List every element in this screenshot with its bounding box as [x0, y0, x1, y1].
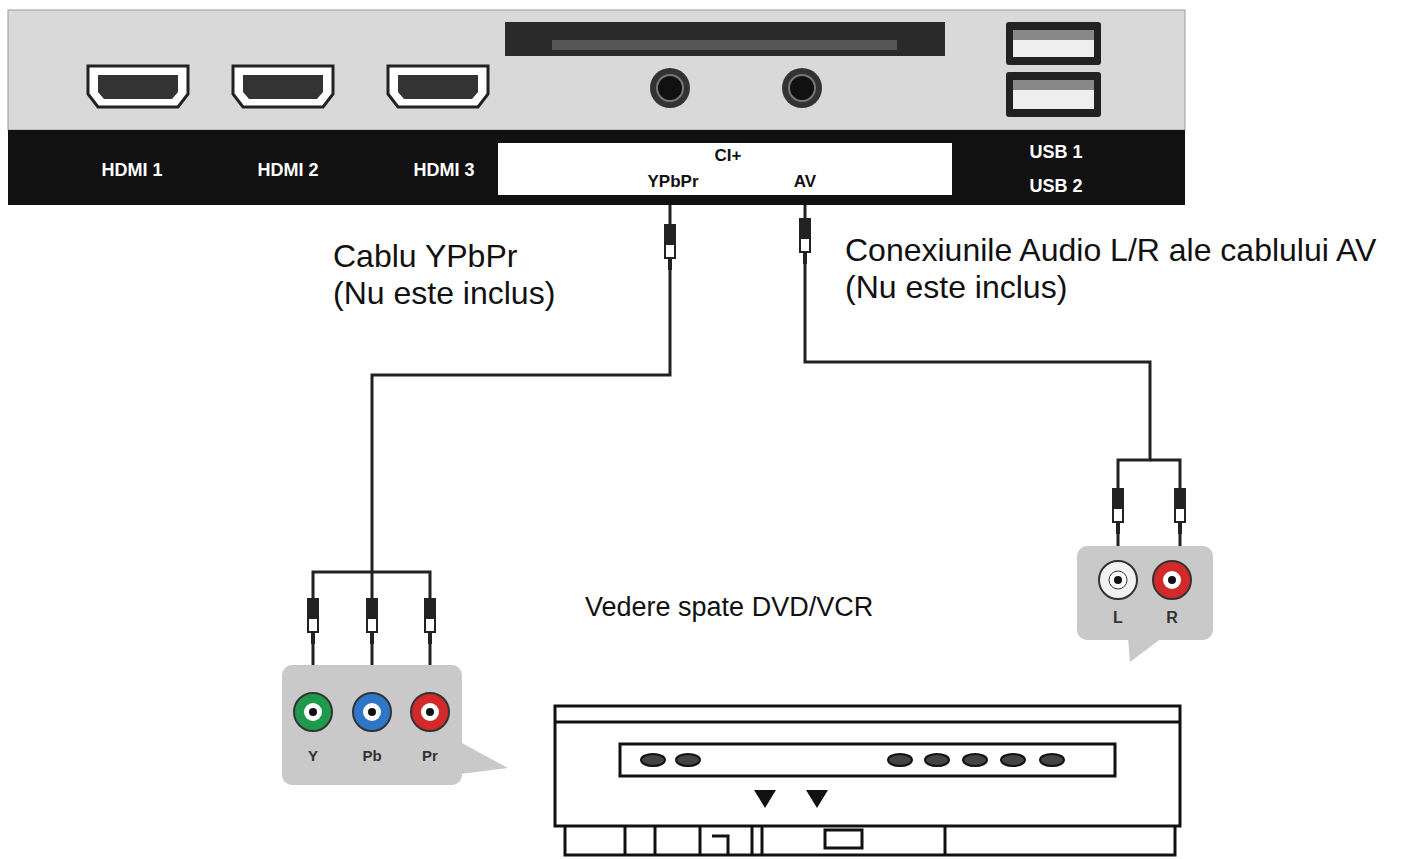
rca-plug [307, 598, 319, 644]
cable-label: Conexiunile Audio L/R ale cablului AV (N… [845, 232, 1395, 306]
usb-ports [1006, 22, 1101, 117]
tv-panel [8, 10, 1185, 130]
port-label: HDMI 3 [413, 160, 474, 181]
rca-plug [799, 218, 811, 264]
port-label-box: CI+ YPbPr AV [498, 143, 952, 195]
rca-plug [1174, 488, 1186, 534]
ci-slot-inner [552, 40, 897, 50]
dvd-player [555, 706, 1180, 855]
jack-panel: Y Pb Pr [282, 665, 462, 785]
split-wires [313, 460, 1180, 665]
dvd-markers [754, 790, 828, 808]
rca-plug [424, 598, 436, 644]
port-label: R [1166, 609, 1178, 627]
jack-panel: LR [1077, 546, 1213, 640]
cable-label: Cablu YPbPr (Nu este inclus) [333, 238, 568, 312]
port-label: Y [308, 747, 318, 764]
ypbpr-jack-panel [282, 665, 508, 785]
port-label: Pb [362, 747, 381, 764]
rca-plug [664, 224, 676, 270]
device-caption: Vedere spate DVD/VCR [585, 592, 873, 623]
port-label: Pr [422, 747, 438, 764]
ci-slot [505, 22, 945, 56]
port-label: HDMI 1 [101, 160, 162, 181]
hdmi-ports [88, 66, 488, 107]
port-label: USB 2 [1029, 176, 1082, 197]
hdmi-inner [98, 75, 478, 99]
dvd-buttons [641, 754, 1064, 766]
port-label: HDMI 2 [257, 160, 318, 181]
port-label: YPbPr [647, 172, 698, 192]
port-label-band: HDMI 1 HDMI 2 HDMI 3 USB 1 USB 2 CI+ YPbPr AV [8, 130, 1185, 205]
port-label: CI+ [715, 146, 742, 166]
port-label: AV [794, 172, 816, 192]
port-label: L [1113, 609, 1123, 627]
port-label: USB 1 [1029, 142, 1082, 163]
rca-plug [366, 598, 378, 644]
jack-sockets [650, 68, 822, 108]
rca-plug [1112, 488, 1124, 534]
audio-jack-panel [1077, 546, 1213, 662]
